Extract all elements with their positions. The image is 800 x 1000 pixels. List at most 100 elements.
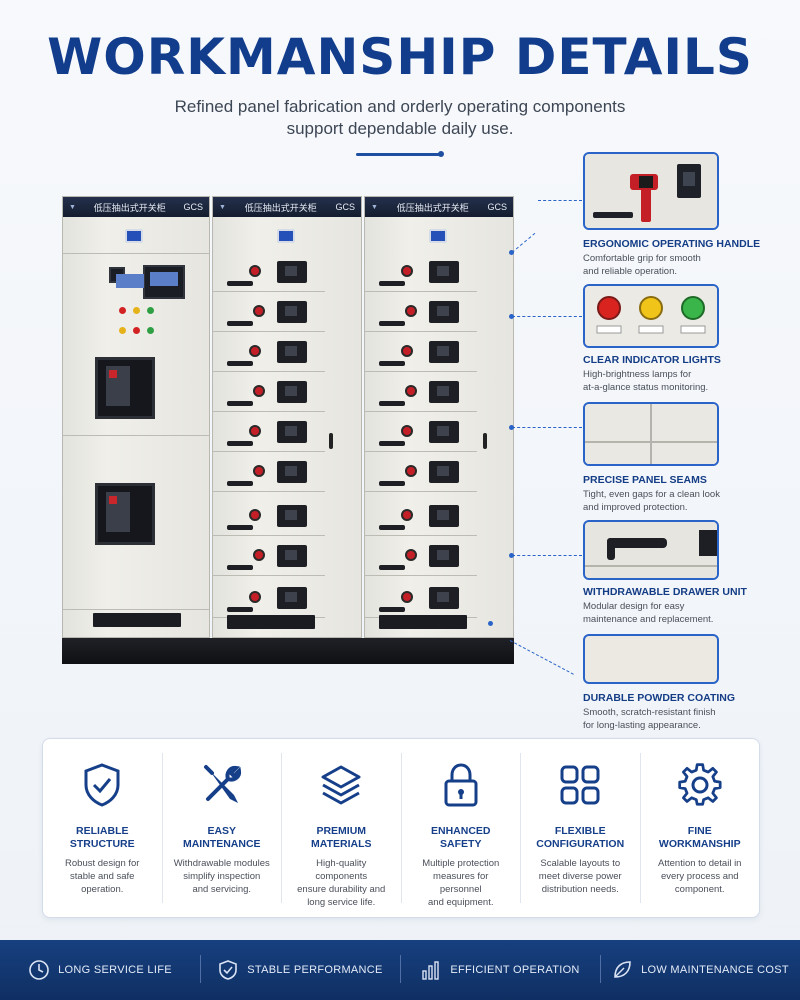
drawer-handle-knob xyxy=(401,591,413,603)
feature-flexible-configuration: FLEXIBLE CONFIGURATION Scalable layouts … xyxy=(521,753,641,903)
drawer-handle-knob xyxy=(249,591,261,603)
cabinet-label: 低压抽出式开关柜 xyxy=(396,202,469,213)
leader-line xyxy=(512,555,582,556)
cabinet-model: GCS xyxy=(183,202,203,212)
drawer-meter xyxy=(277,381,307,403)
leader-line xyxy=(538,200,582,201)
drawer-meter xyxy=(429,341,459,363)
door-handle xyxy=(329,433,333,449)
operating-handle-icon xyxy=(585,154,717,228)
cabinet-incoming: ▼ 低压抽出式开关柜 GCS xyxy=(62,196,210,638)
indicator-lamp-red xyxy=(133,327,140,334)
callout-desc-line: and reliable operation. xyxy=(583,266,678,277)
callout-desc: High-brightness lamps for at-a-glance st… xyxy=(583,368,773,394)
drawer-handle-knob xyxy=(253,465,265,477)
drawer-pull-handle xyxy=(379,321,405,326)
drawer-seam xyxy=(213,575,325,576)
brand-logo: ▼ xyxy=(69,203,76,211)
cabinet-feeder-1: ▼ 低压抽出式开关柜 GCS xyxy=(212,196,362,638)
callout-desc-line: for long-lasting appearance. xyxy=(583,720,701,731)
drawer-seam xyxy=(213,491,325,492)
drawer-meter xyxy=(277,261,307,283)
drawer-pull-handle xyxy=(379,401,405,406)
drawer-meter xyxy=(277,545,307,567)
drawer-seam xyxy=(365,575,477,576)
drawer-handle-knob xyxy=(401,345,413,357)
callout-desc-line: High-brightness lamps for xyxy=(583,369,692,380)
drawer-pull-handle xyxy=(379,525,405,530)
cabinet-model: GCS xyxy=(335,202,355,212)
leader-line xyxy=(512,316,582,317)
drawer-meter xyxy=(429,261,459,283)
bottom-benefits-bar: LONG SERVICE LIFE STABLE PERFORMANCE EFF… xyxy=(0,940,800,1000)
subtitle-line-2: support dependable daily use. xyxy=(286,119,514,138)
controller-screen xyxy=(143,265,185,299)
cabinet-label: 低压抽出式开关柜 xyxy=(93,202,166,213)
wrench-screwdriver-icon xyxy=(203,765,241,803)
leader-dot xyxy=(509,250,514,255)
brand-logo: ▼ xyxy=(371,203,378,211)
drawer-handle-knob xyxy=(405,465,417,477)
indicator-lamp-green xyxy=(147,307,154,314)
drawer-seam xyxy=(365,331,477,332)
coating-detail-thumb xyxy=(583,634,719,684)
feature-desc: Attention to detail in every process and… xyxy=(658,858,742,895)
features-panel: RELIABLE STRUCTURE Robust design for sta… xyxy=(42,738,760,918)
feature-easy-maintenance: EASY MAINTENANCE Withdrawable modules si… xyxy=(163,753,282,903)
drawer-pull-handle xyxy=(227,525,253,530)
indicator-lights-icon xyxy=(585,286,717,346)
drawer-handle-knob xyxy=(253,305,265,317)
title-divider xyxy=(356,151,444,157)
callout-title: WITHDRAWABLE DRAWER UNIT xyxy=(583,586,747,598)
feature-desc: Scalable layouts to meet diverse power d… xyxy=(538,858,622,895)
vent-slot xyxy=(227,615,315,629)
drawer-pull-handle xyxy=(227,481,253,486)
feature-reliable-structure: RELIABLE STRUCTURE Robust design for sta… xyxy=(43,753,163,903)
callout-desc: Smooth, scratch-resistant finish for lon… xyxy=(583,706,773,732)
drawer-seam xyxy=(213,371,325,372)
vent-slot xyxy=(379,615,467,629)
feature-enhanced-safety: ENHANCED SAFETY Multiple protection meas… xyxy=(402,753,521,908)
drawer-seam xyxy=(365,291,477,292)
leader-dot xyxy=(488,621,493,626)
cabinet-feeder-2: ▼ 低压抽出式开关柜 GCS xyxy=(364,196,514,638)
callout-desc: Comfortable grip for smooth and reliable… xyxy=(583,252,773,278)
leader-line xyxy=(512,427,582,428)
callout-title: CLEAR INDICATOR LIGHTS xyxy=(583,354,721,366)
clock-icon xyxy=(29,960,49,980)
callout-title: ERGONOMIC OPERATING HANDLE xyxy=(583,238,761,250)
drawer-handle-knob xyxy=(401,425,413,437)
page-title: WORKMANSHIP DETAILS xyxy=(47,28,753,86)
grid-icon xyxy=(560,765,600,805)
drawer-seam xyxy=(213,291,325,292)
drawer-pull-handle xyxy=(227,401,253,406)
drawer-handle-knob xyxy=(253,549,265,561)
page-subtitle: Refined panel fabrication and orderly op… xyxy=(150,96,650,140)
drawer-pull-handle xyxy=(379,281,405,286)
drawer-handle-knob xyxy=(405,549,417,561)
callout-desc-line: Tight, even gaps for a clean look xyxy=(583,489,720,500)
drawer-meter xyxy=(429,301,459,323)
panel-meter xyxy=(277,229,295,243)
cabinet-header: ▼ 低压抽出式开关柜 GCS xyxy=(63,197,209,217)
drawer-detail-thumb xyxy=(583,520,719,580)
callout-title: DURABLE POWDER COATING xyxy=(583,692,736,704)
drawer-pull-handle xyxy=(227,441,253,446)
drawer-seam xyxy=(213,411,325,412)
drawer-seam xyxy=(213,331,325,332)
drawer-seam xyxy=(213,535,325,536)
benefit-stable-performance: STABLE PERFORMANCE xyxy=(200,955,400,983)
panel-seam xyxy=(63,253,209,254)
leader-dot xyxy=(509,314,514,319)
drawer-seam xyxy=(365,411,477,412)
drawer-meter xyxy=(429,381,459,403)
drawer-handle-knob xyxy=(401,265,413,277)
drawer-handle-knob xyxy=(405,305,417,317)
drawer-meter xyxy=(277,421,307,443)
feature-desc: Withdrawable modules simplify inspection… xyxy=(173,858,270,895)
feature-desc: High-quality components ensure durabilit… xyxy=(297,858,386,908)
indicator-lamp-red xyxy=(119,307,126,314)
subtitle-line-1: Refined panel fabrication and orderly op… xyxy=(174,97,626,116)
feature-title: PREMIUM MATERIALS xyxy=(311,825,372,850)
lights-detail-thumb xyxy=(583,284,719,348)
